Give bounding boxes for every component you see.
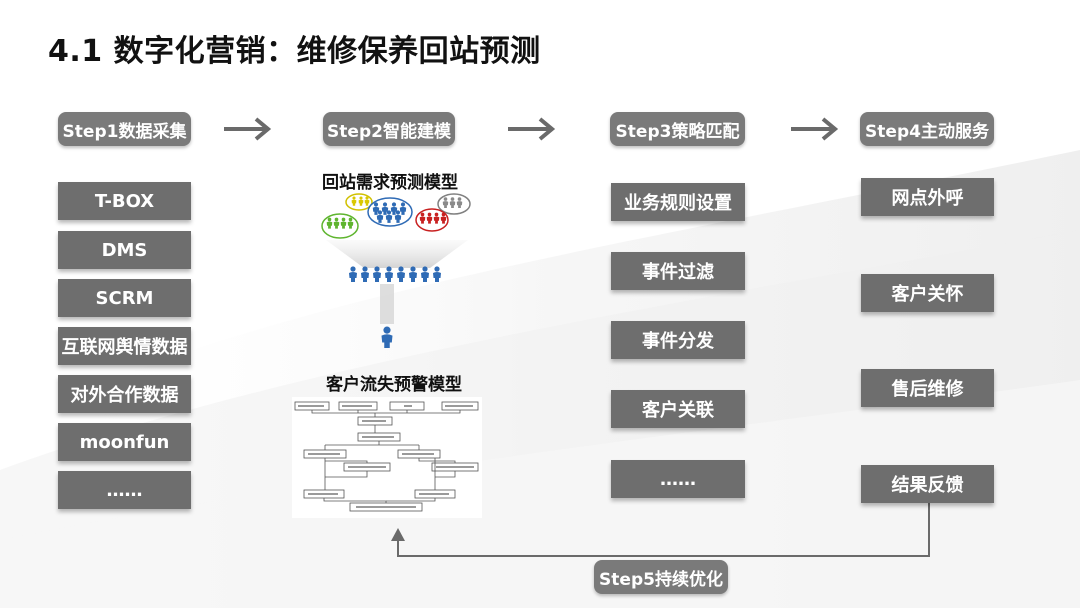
service-item: 网点外呼 [861,178,994,216]
data-source-item: 对外合作数据 [58,375,191,413]
arrow-right-icon [508,117,556,141]
step2-header: Step2智能建模 [323,112,455,146]
data-source-item: moonfun [58,423,191,461]
strategy-item: 事件过滤 [611,252,745,290]
strategy-item: 业务规则设置 [611,183,745,221]
service-item: 售后维修 [861,369,994,407]
step3-header: Step3策略匹配 [610,112,745,146]
data-source-item: T-BOX [58,182,191,220]
data-source-item: DMS [58,231,191,269]
churn-model-title: 客户流失预警模型 [326,375,462,395]
page-title: 4.1 数字化营销：维修保养回站预测 [48,34,541,69]
data-source-item: 互联网舆情数据 [58,327,191,365]
service-item: 结果反馈 [861,465,994,503]
step4-header: Step4主动服务 [860,112,994,146]
arrow-right-icon [224,117,272,141]
service-item: 客户关怀 [861,274,994,312]
strategy-item: 事件分发 [611,321,745,359]
data-source-item: …… [58,471,191,509]
step1-header: Step1数据采集 [58,112,191,146]
step5-header: Step5持续优化 [594,560,728,594]
people-group-icon [321,193,471,348]
arrow-right-icon [791,117,839,141]
strategy-item: 客户关联 [611,390,745,428]
strategy-item: …… [611,460,745,498]
demand-model-title: 回站需求预测模型 [322,173,458,193]
data-source-item: SCRM [58,279,191,317]
churn-flowchart-image [292,397,482,518]
